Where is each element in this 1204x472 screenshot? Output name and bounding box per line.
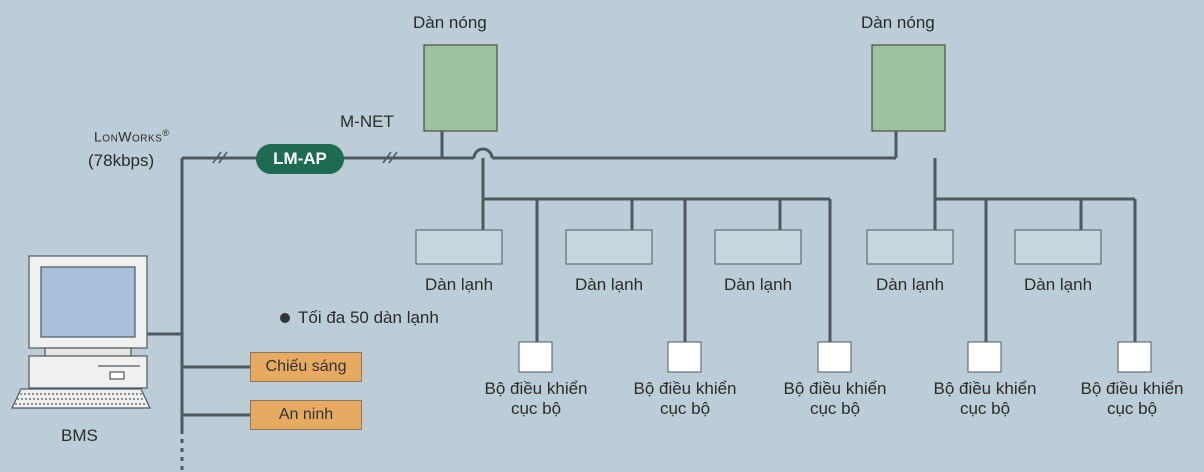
- remote-controller-label-4: Bộ điều khiển cục bộ: [915, 379, 1055, 419]
- indoor-unit-box-1: [415, 229, 503, 265]
- remote-controller-box-1: [518, 341, 553, 373]
- remote-controller-line1: Bộ điều khiển: [1080, 379, 1184, 398]
- indoor-unit-label-3: Dàn lạnh: [723, 275, 793, 294]
- lm-ap-pill: [256, 144, 344, 174]
- indoor-unit-box-2: [565, 229, 653, 265]
- remote-controller-line2: cục bộ: [959, 399, 1011, 418]
- remote-controller-line1: Bộ điều khiển: [484, 379, 588, 398]
- max-units-note: Tối đa 50 dàn lạnh: [298, 308, 439, 327]
- bms-computer-icon: [11, 255, 151, 409]
- remote-controller-label-2: Bộ điều khiển cục bộ: [615, 379, 755, 419]
- remote-controller-line1: Bộ điều khiển: [633, 379, 737, 398]
- remote-controller-line1: Bộ điều khiển: [783, 379, 887, 398]
- remote-controller-line2: cục bộ: [510, 399, 562, 418]
- remote-controller-label-1: Bộ điều khiển cục bộ: [466, 379, 606, 419]
- lm-ap-gateway: LM-AP: [273, 149, 327, 168]
- indoor-unit-label-2: Dàn lạnh: [574, 275, 644, 294]
- remote-controller-line1: Bộ điều khiển: [933, 379, 1037, 398]
- bms-label: BMS: [61, 426, 98, 445]
- indoor-unit-label-5: Dàn lạnh: [1023, 275, 1093, 294]
- remote-controller-line2: cục bộ: [809, 399, 861, 418]
- remote-controller-box-2: [667, 341, 702, 373]
- lonworks-speed: (78kbps): [88, 151, 155, 170]
- outdoor-unit-box-1: [423, 44, 498, 132]
- indoor-unit-box-3: [714, 229, 802, 265]
- lonworks-bus: [146, 156, 262, 472]
- remote-controller-box-4: [967, 341, 1002, 373]
- outdoor-unit-label-2: Dàn nóng: [861, 13, 935, 32]
- outdoor-unit-label-1: Dàn nóng: [413, 13, 487, 32]
- mnet-label: M-NET: [340, 112, 394, 131]
- indoor-unit-label-1: Dàn lạnh: [424, 275, 494, 294]
- remote-controller-box-3: [817, 341, 852, 373]
- outdoor-unit-box-2: [871, 44, 946, 132]
- lonworks-name: LonWorks: [94, 128, 163, 145]
- registered-mark: ®: [162, 128, 170, 138]
- indoor-unit-label-4: Dàn lạnh: [875, 275, 945, 294]
- security-subsystem: An ninh: [250, 400, 362, 430]
- mnet-bus: [336, 131, 1137, 342]
- remote-controller-label-5: Bộ điều khiển cục bộ: [1062, 379, 1202, 419]
- remote-controller-line2: cục bộ: [1106, 399, 1158, 418]
- indoor-unit-box-5: [1014, 229, 1102, 265]
- break-marks: [212, 151, 398, 164]
- remote-controller-line2: cục bộ: [659, 399, 711, 418]
- bullet-dot: [280, 313, 290, 323]
- remote-controller-box-5: [1117, 341, 1152, 373]
- lighting-subsystem: Chiếu sáng: [250, 352, 362, 382]
- lonworks-label: LonWorks®: [94, 128, 169, 145]
- indoor-unit-box-4: [866, 229, 954, 265]
- remote-controller-label-3: Bộ điều khiển cục bộ: [765, 379, 905, 419]
